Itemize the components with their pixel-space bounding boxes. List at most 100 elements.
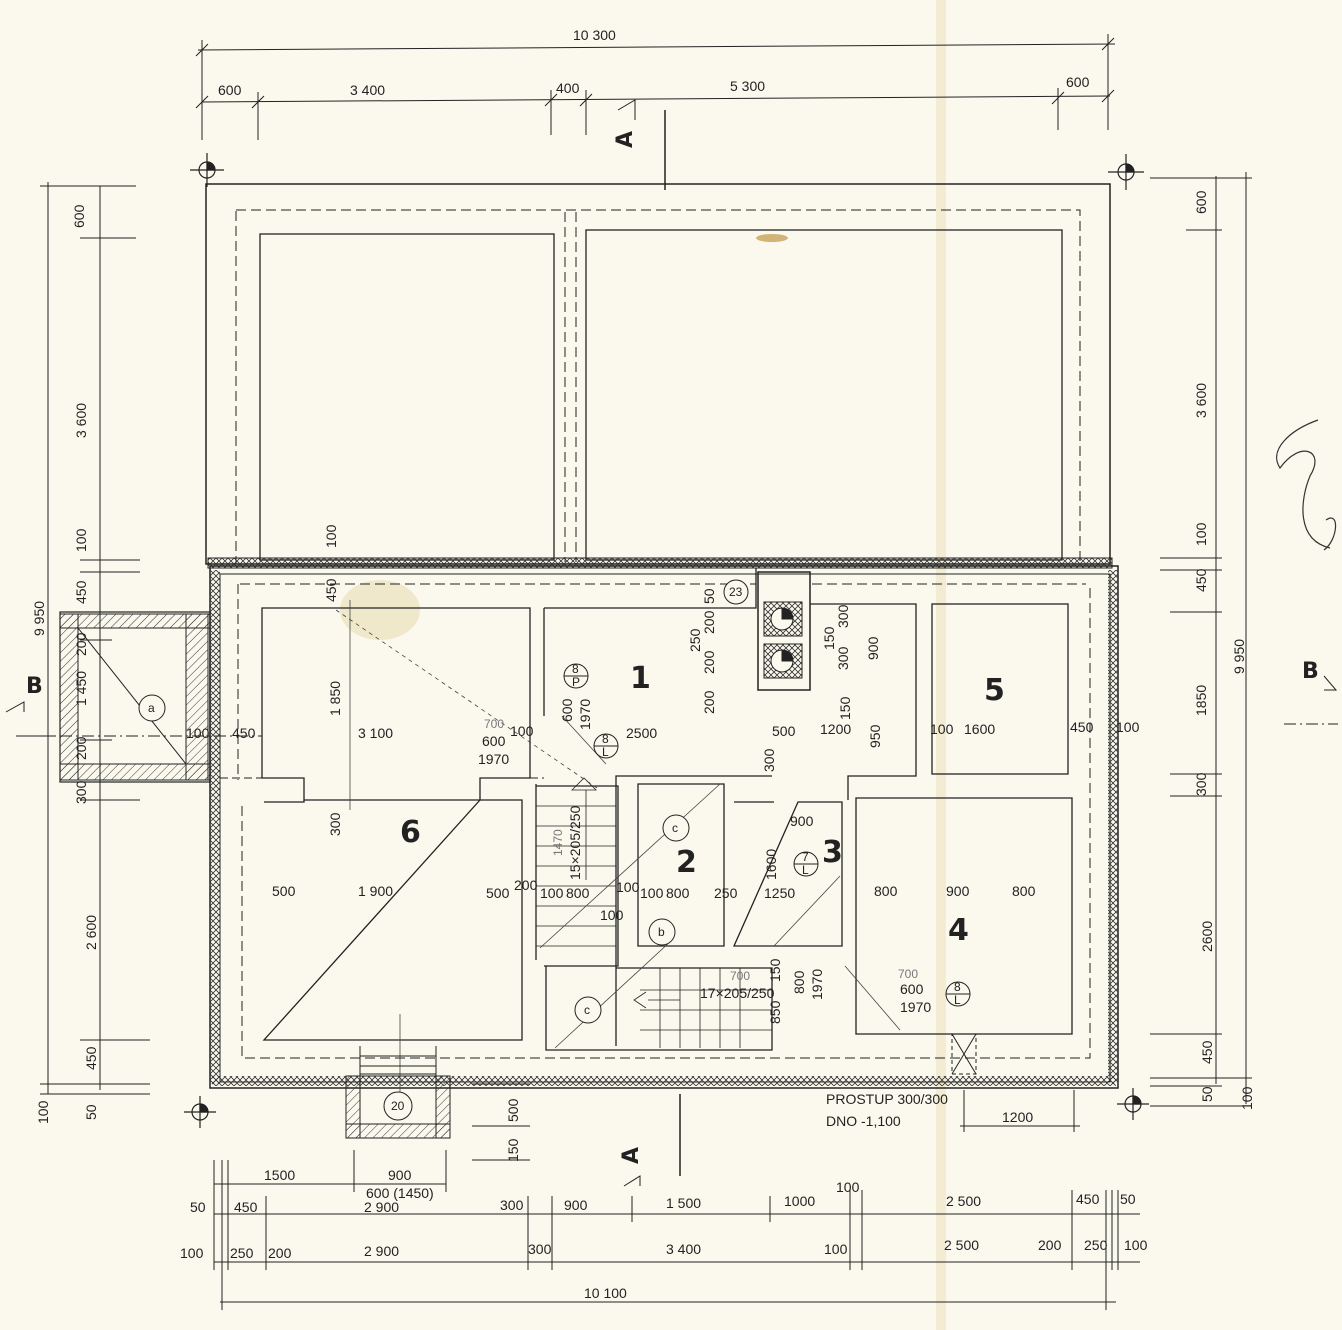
dim-stairs2: 17×205/250 [700,985,775,1001]
dim-w200: 200 [514,877,538,893]
dim-w3100: 3 100 [358,725,393,741]
svg-text:L: L [954,993,961,1007]
room-number-5: 5 [984,673,1005,708]
dim-bottom-r2-a: 50 [190,1199,206,1215]
dim-bottom-r3-e: 300 [528,1241,552,1257]
svg-text:23: 23 [729,585,743,599]
dim-w100a: 100 [186,725,210,741]
dim-bottom-r3-j: 250 [1084,1237,1108,1253]
room-number-1: 1 [630,661,651,696]
dim-d1600: 1600 [964,721,995,737]
dim-right-j: 100 [1239,1086,1255,1110]
door-tag-8l: 8 L [593,732,619,759]
dim-d300b: 300 [835,604,851,628]
dim-top-seg1: 600 [218,82,242,98]
dim-bottom-r3-d: 2 900 [364,1243,399,1259]
dim-w100e: 100 [640,885,664,901]
svg-text:8: 8 [602,732,609,746]
dim-d100h: 100 [1116,719,1140,735]
svg-text:7: 7 [802,850,809,864]
top-dimensions [195,34,1116,140]
room-number-6: 6 [400,815,421,850]
dim-d1250: 1250 [764,885,795,901]
dim-bottom-r3-a: 100 [180,1245,204,1261]
dim-bottom-r2-e: 900 [564,1197,588,1213]
dim-well-500: 500 [505,1098,521,1122]
dim-d900v: 900 [865,636,881,660]
dim-left-b: 3 600 [73,403,89,438]
dim-d300: 300 [761,748,777,772]
dim-w800a: 800 [566,885,590,901]
dim-left-c: 100 [73,528,89,552]
dim-right-b: 3 600 [1193,383,1209,418]
dim-stairs1: 15×205/250 [567,805,583,880]
section-label-a-top: A [613,131,638,148]
dim-bottom-r3-f: 3 400 [666,1241,701,1257]
dim-d200a: 200 [701,610,717,634]
pencil-note-3: 700 [898,967,918,981]
dim-left-i: 2 600 [83,915,99,950]
dim-d800d: 800 [1012,883,1036,899]
dim-right-h: 450 [1199,1040,1215,1064]
dim-right-f: 300 [1193,772,1209,796]
wall-hatch-left [210,570,220,1084]
stairs [536,777,772,1048]
wall-hatch-mid [207,557,1113,569]
dim-top-seg3: 400 [556,80,580,96]
dim-right-i: 50 [1199,1086,1215,1102]
dim-w500a: 500 [272,883,296,899]
dim-bottom-r1-b: 900 [388,1167,412,1183]
crosshair-markers [184,153,1149,1128]
dim-d1600v: 1600 [763,849,779,880]
svg-text:20: 20 [391,1099,405,1113]
dim-w100f: 100 [600,907,624,923]
dim-d200b: 200 [701,650,717,674]
dim-bottom-r3-k: 100 [1124,1237,1148,1253]
room-number-4: 4 [948,913,969,948]
dim-d50a: 50 [701,588,717,604]
section-label-a-bottom: A [619,1147,644,1164]
dim-d150c: 150 [767,958,783,982]
svg-text:c: c [672,821,678,835]
dim-right-total: 9 950 [1231,639,1247,674]
dim-d950: 950 [867,724,883,748]
dim-prostup-1200: 1200 [1002,1109,1033,1125]
room-number-3: 3 [822,835,843,870]
dim-w100b: 100 [510,723,534,739]
dim-left-f: 1 450 [73,671,89,706]
dim-right-e: 1850 [1193,685,1209,716]
section-label-b-left: B [26,674,43,699]
room-number-2: 2 [676,845,697,880]
svg-text:L: L [602,745,609,759]
section-label-b-right: B [1302,659,1319,684]
svg-text:8: 8 [572,662,579,676]
dim-d200c: 200 [701,690,717,714]
dim-d250b: 250 [687,628,703,652]
dim-top-total: 10 300 [573,27,616,43]
dim-left-e: 200 [73,632,89,656]
dim-w100d: 100 [616,879,640,895]
dim-top-seg4: 5 300 [730,78,765,94]
tag-a: a [138,694,166,722]
dim-left-total: 9 950 [31,601,47,636]
dim-bottom-r2-g: 1000 [784,1193,815,1209]
dim-w450a: 450 [232,725,256,741]
bottom-dimensions [213,1083,1140,1310]
dim-right-d: 450 [1193,568,1209,592]
dim-d1970d: 1970 [900,999,931,1015]
dim-left-g: 200 [73,736,89,760]
dim-d500: 500 [772,723,796,739]
dim-left-h: 300 [73,780,89,804]
tag-c-1: c [662,814,690,842]
dim-top-seg5: 600 [1066,74,1090,90]
dim-bottom-r2-h: 100 [836,1179,860,1195]
note-prostup: PROSTUP 300/300 [826,1091,948,1107]
dim-w100c: 100 [540,885,564,901]
dim-w450v: 450 [323,578,339,602]
dim-top-seg2: 3 400 [350,82,385,98]
dim-bottom-r2-d: 300 [500,1197,524,1213]
dim-w250a: 250 [714,885,738,901]
inner-walls [220,568,1091,1059]
svg-text:P: P [572,675,580,689]
